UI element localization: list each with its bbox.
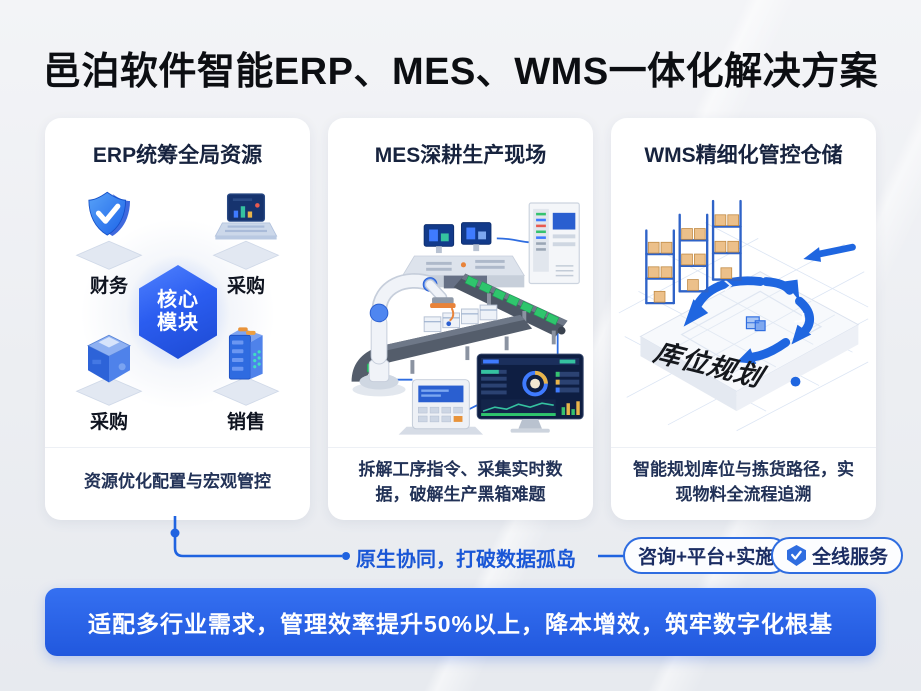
rack-unit [645, 229, 675, 305]
core-module-line1: 核心 [157, 289, 199, 311]
warehouse-route-planning-scene: 库位规划 [618, 199, 869, 432]
rack-unit [678, 213, 709, 293]
erp-module-label: 采购 [226, 276, 265, 297]
badge-service-model-label: 咨询+平台+实施 [638, 547, 775, 568]
collaboration-caption: 原生协同，打破数据孤岛 [356, 543, 576, 572]
card-erp-title: ERP统筹全局资源 [92, 144, 263, 167]
erp-module-sales: 销售 [190, 323, 302, 434]
badge-full-service[interactable]: 全线服务 [771, 537, 904, 574]
card-mes-title: MES深耕生产现场 [374, 144, 547, 167]
laptop-chart-icon [212, 193, 280, 270]
route-node-dot [790, 376, 801, 387]
erp-module-label: 销售 [226, 412, 265, 433]
solution-cards-row: ERP统筹全局资源 [45, 118, 876, 520]
inbound-arrow [803, 243, 856, 262]
collaboration-caption-emphasis: 打破数据孤岛 [456, 549, 576, 571]
connector-node-dot [170, 528, 180, 538]
card-erp: ERP统筹全局资源 [45, 118, 310, 520]
badge-service-model[interactable]: 咨询+平台+实施 [623, 537, 790, 574]
connector-elbow-line [170, 516, 350, 560]
shield-check-badge-icon [787, 545, 806, 566]
warehouse-racks [645, 199, 742, 305]
factory-automation-scene [351, 202, 584, 435]
erp-module-procurement-bottom: 采购 [53, 323, 165, 434]
picking-route-arrows [683, 276, 814, 364]
card-mes: MES深耕生产现场 [328, 118, 593, 520]
erp-module-label: 财务 [89, 276, 128, 297]
card-mes-illustration [328, 173, 593, 447]
connector-arrow-dot [342, 552, 350, 560]
collaboration-caption-lead: 原生协同， [356, 549, 456, 571]
card-wms-description: 智能规划库位与拣货路径，实现物料全流程追溯 [611, 447, 876, 520]
cube-box-icon [75, 334, 143, 406]
dashboard-monitor-icon [476, 353, 584, 433]
badge-full-service-label: 全线服务 [812, 547, 889, 568]
card-wms-title: WMS精细化管控仓储 [644, 144, 843, 167]
rack-unit [711, 199, 742, 281]
card-wms-illustration: 库位规划 [611, 173, 876, 447]
erp-module-finance: 财务 [53, 187, 165, 298]
card-erp-illustration: 财务 [45, 173, 310, 447]
shield-check-icon [75, 191, 143, 270]
card-wms: WMS精细化管控仓储 [611, 118, 876, 520]
erp-module-label: 采购 [89, 412, 128, 433]
keypad-terminal-icon [398, 379, 484, 435]
conveyor-green-icon [453, 273, 568, 345]
center-crate-icon [745, 316, 766, 332]
card-mes-description: 拆解工序指令、采集实时数据，破解生产黑箱难题 [328, 447, 593, 520]
server-building-icon [212, 327, 280, 406]
erp-module-procurement-top: 采购 [190, 187, 302, 298]
carton-box [479, 304, 498, 321]
core-module-line2: 模块 [157, 312, 199, 334]
page-title: 邑泊软件智能ERP、MES、WMS一体化解决方案 [42, 51, 879, 93]
server-cabinet-icon [528, 202, 580, 285]
card-erp-description: 资源优化配置与宏观管控 [45, 447, 310, 520]
carton-box [460, 308, 479, 325]
robot-arm-icon [352, 273, 456, 397]
value-banner: 适配多行业需求，管理效率提升50%以上，降本增效，筑牢数字化根基 [45, 588, 876, 656]
carton-box [423, 316, 442, 333]
